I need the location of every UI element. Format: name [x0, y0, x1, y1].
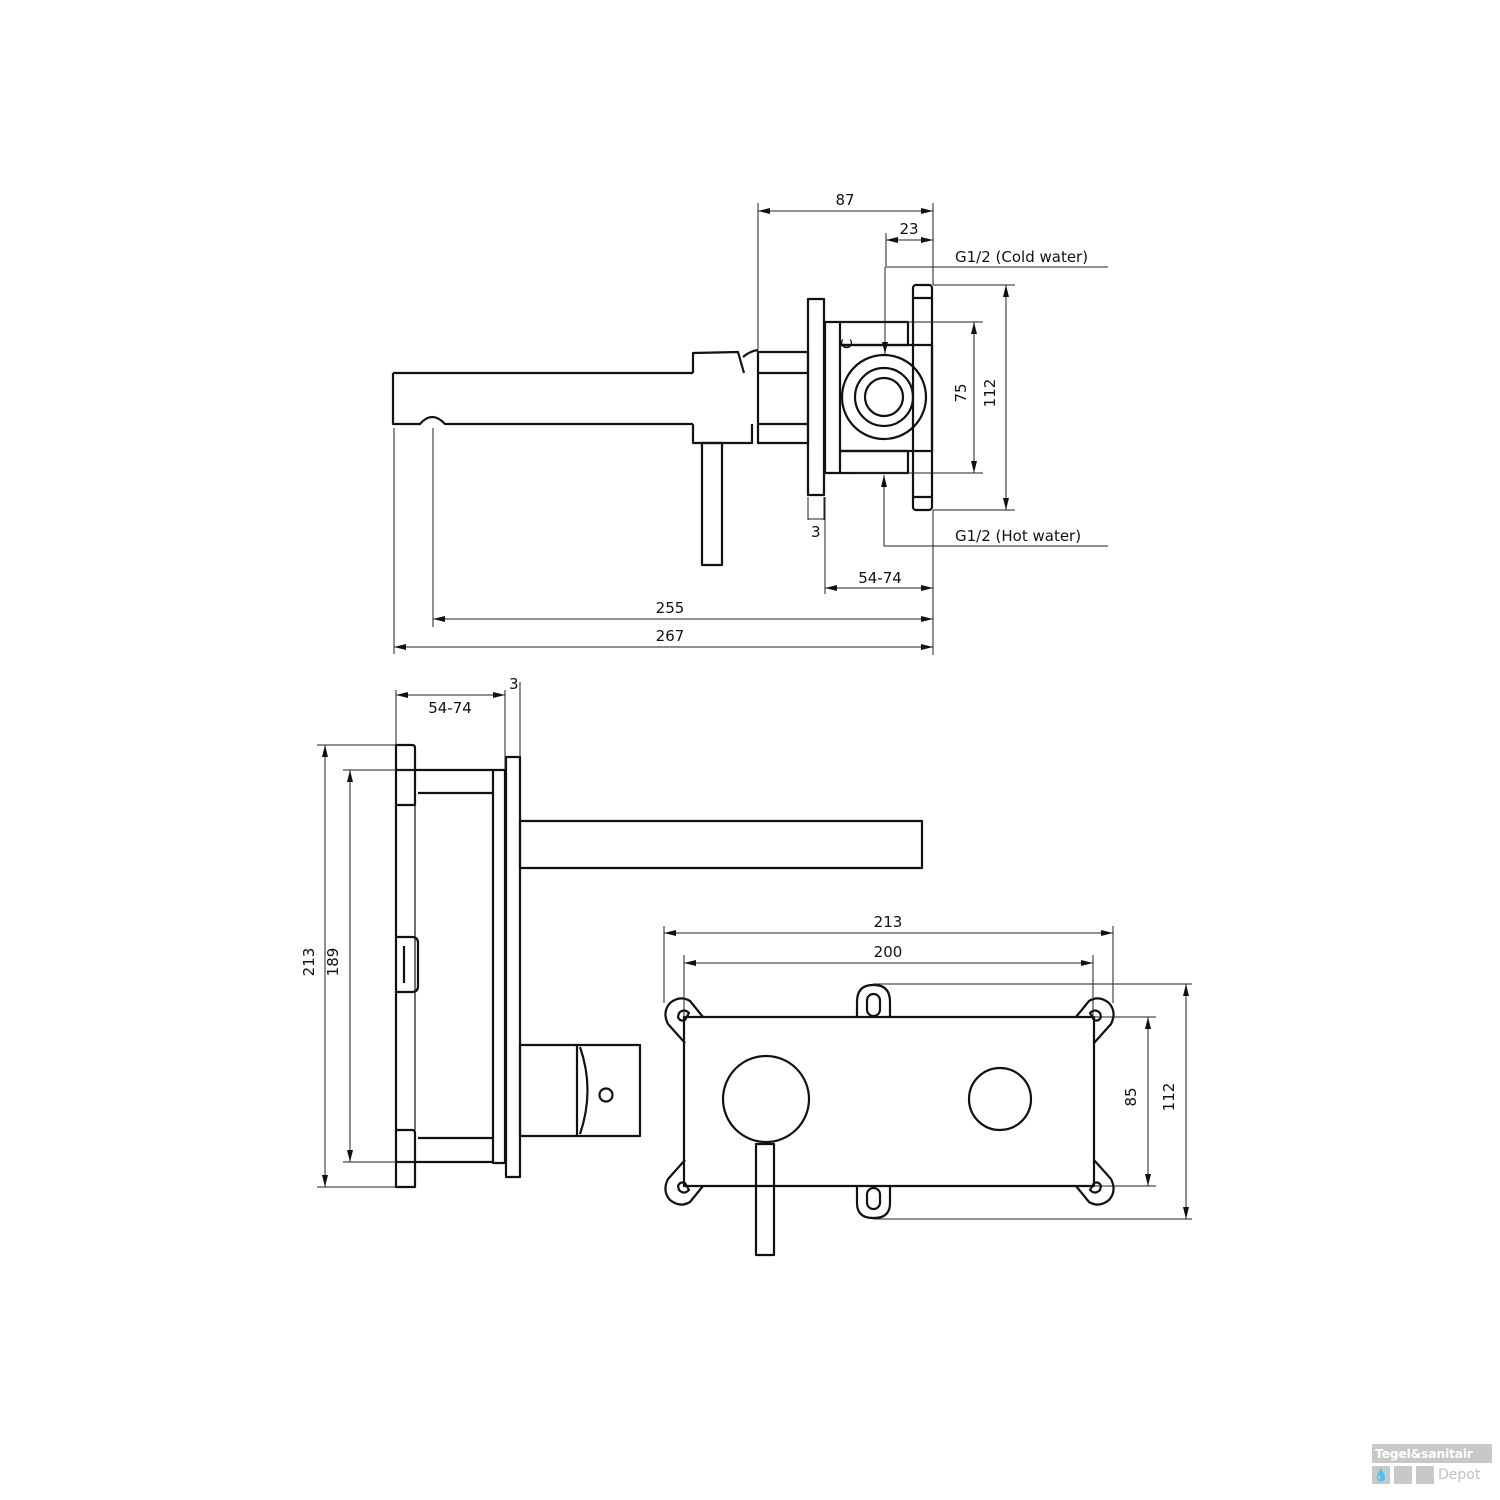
spout-section	[518, 819, 924, 870]
section-view: 54-74 3 213 189	[300, 675, 924, 1189]
handle-collar	[691, 424, 754, 445]
logo-square	[1416, 1466, 1434, 1484]
dim-54-74-section: 54-74	[428, 699, 472, 717]
dim-75: 75	[952, 383, 970, 402]
cold-marker: C	[838, 339, 856, 349]
dim-23: 23	[899, 220, 918, 238]
dim-213-horizontal: 213	[874, 913, 903, 931]
dim-213-vertical: 213	[300, 948, 318, 977]
cover-plate	[806, 297, 826, 497]
box-flange	[823, 320, 842, 475]
dim-3-section: 3	[509, 675, 519, 693]
watermark-logo: Tegel&sanitair 💧 Depot	[1372, 1444, 1492, 1484]
dim-255: 255	[656, 599, 685, 617]
bracket-bottom	[394, 1128, 417, 1189]
spout-body	[391, 373, 693, 426]
cover-plate-front	[682, 1015, 1096, 1188]
dim-54-74-side: 54-74	[858, 569, 902, 587]
brand-name: Tegel&sanitair	[1372, 1444, 1492, 1463]
dim-267: 267	[656, 627, 685, 645]
dim-3-side: 3	[811, 523, 821, 541]
brand-subtitle: Depot	[1438, 1467, 1481, 1483]
box-wall	[491, 768, 507, 1165]
bracket-tab	[396, 935, 420, 994]
plate-view: 213 200 85 112	[663, 913, 1192, 1257]
connector-body	[756, 350, 810, 445]
cold-water-label: G1/2 (Cold water)	[955, 248, 1088, 266]
mixer-handle-circle	[721, 1054, 811, 1144]
handle-hole	[598, 1087, 614, 1103]
lever-front	[754, 1142, 776, 1257]
dim-87: 87	[835, 191, 854, 209]
dim-200: 200	[874, 943, 903, 961]
handle-base	[518, 1043, 579, 1138]
water-drop-icon: 💧	[1372, 1466, 1390, 1484]
bracket-top	[394, 743, 417, 807]
logo-square	[1394, 1466, 1412, 1484]
dim-189: 189	[324, 948, 342, 977]
dim-112-plate: 112	[1160, 1083, 1178, 1112]
inlet-outer-ring	[840, 353, 928, 441]
cover-plate-section	[504, 755, 522, 1179]
mounting-ears	[664, 983, 1115, 1220]
hot-water-label: G1/2 (Hot water)	[955, 527, 1081, 545]
lever-handle	[700, 441, 724, 567]
side-view: C 87 23 G1/2 (Cold water) G1/2 (Hot wate…	[391, 191, 1108, 655]
diverter-knob	[967, 1066, 1033, 1132]
dim-112-side: 112	[981, 379, 999, 408]
mixer-box	[840, 343, 934, 453]
mounting-bracket	[911, 283, 934, 512]
handle-top	[691, 350, 746, 374]
dim-85: 85	[1122, 1087, 1140, 1106]
